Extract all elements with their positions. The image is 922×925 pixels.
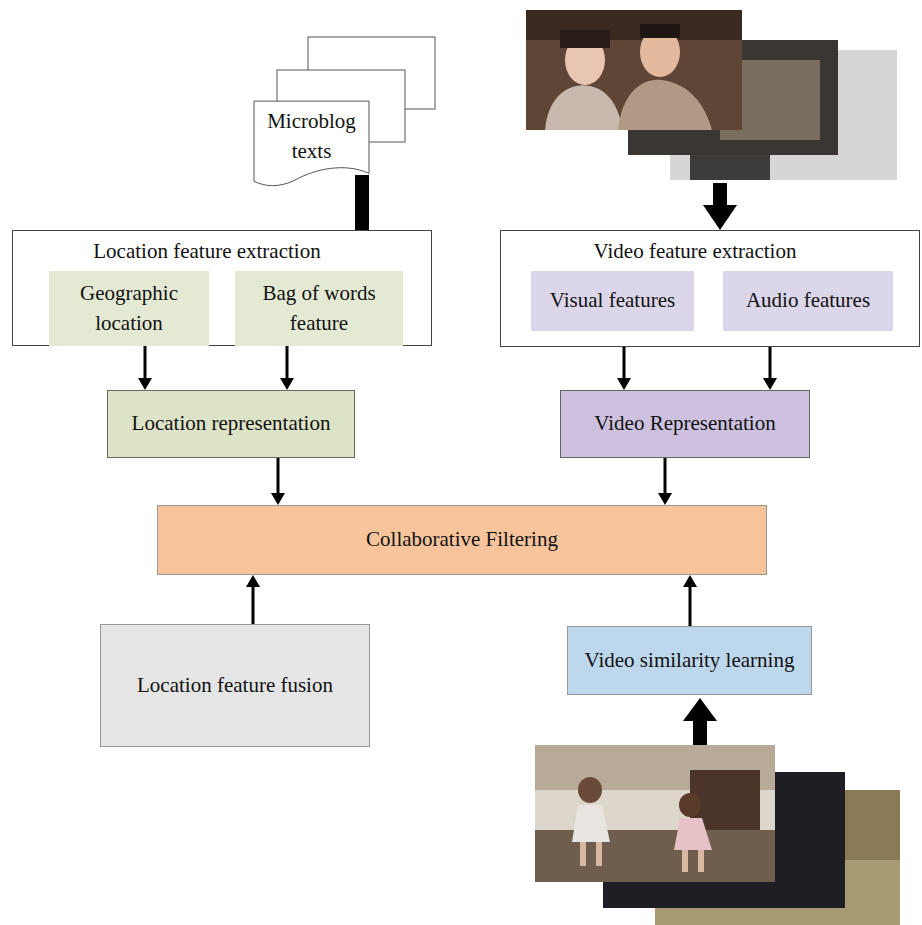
- arrow-shaft: [689, 587, 692, 626]
- video-stills-top: [526, 10, 897, 180]
- node-label: Geographic location: [57, 279, 201, 338]
- connector-arrow: [138, 346, 152, 390]
- arrow-shaft: [286, 346, 289, 378]
- text-group: Video feature extraction: [501, 237, 919, 266]
- connector-arrow: [280, 346, 294, 390]
- text-group: Visual features: [542, 282, 683, 319]
- text-group: Location feature extraction: [13, 237, 431, 266]
- document-shape: Microblog texts: [253, 100, 370, 189]
- arrow-head: [763, 378, 777, 390]
- text-group: Location feature fusion: [129, 667, 341, 704]
- group-box: Location feature extractionGeographic lo…: [12, 230, 432, 346]
- process-box: Location representation: [107, 390, 355, 458]
- node-label: Microblog texts: [261, 107, 362, 166]
- group-title: Location feature extraction: [13, 237, 401, 266]
- feature-box: Geographic location: [49, 271, 209, 346]
- node-label: Audio features: [746, 286, 870, 315]
- node-label: Collaborative Filtering: [366, 525, 558, 554]
- video-stills-bottom: [535, 745, 900, 925]
- text-group: Audio features: [738, 282, 878, 319]
- connector-arrow: [658, 458, 672, 505]
- text-group: Bag of words feature: [235, 275, 403, 342]
- arrow-head: [617, 378, 631, 390]
- text-group: Video similarity learning: [577, 642, 803, 679]
- text-group: Location representation: [124, 405, 339, 442]
- arrow-shaft: [144, 346, 147, 378]
- arrow-shaft: [664, 458, 667, 493]
- arrow-head: [280, 378, 294, 390]
- arrow-head: [246, 575, 260, 587]
- node-label: Location feature fusion: [137, 671, 333, 700]
- text-group: Microblog texts: [253, 103, 370, 170]
- feature-box: Bag of words feature: [235, 271, 403, 346]
- process-box: Video Representation: [560, 390, 810, 458]
- text-group: Collaborative Filtering: [358, 521, 566, 558]
- process-box: Collaborative Filtering: [157, 505, 767, 575]
- node-label: Bag of words feature: [243, 279, 395, 338]
- arrow-shaft: [277, 458, 280, 493]
- connector-arrow: [246, 575, 260, 624]
- text-group: Video Representation: [586, 405, 783, 442]
- arrow-head: [658, 493, 672, 505]
- connector-arrow: [683, 575, 697, 626]
- group-title: Video feature extraction: [501, 237, 889, 266]
- node-label: Visual features: [550, 286, 675, 315]
- connector-arrow: [271, 458, 285, 505]
- arrow-head: [683, 575, 697, 587]
- feature-box: Visual features: [531, 271, 694, 331]
- process-box: Video similarity learning: [567, 626, 812, 695]
- feature-box: Audio features: [723, 271, 893, 331]
- arrow-head: [271, 493, 285, 505]
- arrow-head: [138, 378, 152, 390]
- node-label: Video Representation: [594, 409, 775, 438]
- flow-arrow: [703, 183, 737, 230]
- group-box: Video feature extractionVisual features A…: [500, 230, 920, 347]
- flow-arrow: [683, 698, 717, 745]
- arrow-shaft: [252, 587, 255, 624]
- process-box: Location feature fusion: [100, 624, 370, 747]
- node-label: Location representation: [132, 409, 331, 438]
- node-label: Video similarity learning: [585, 646, 795, 675]
- text-group: Geographic location: [49, 275, 209, 342]
